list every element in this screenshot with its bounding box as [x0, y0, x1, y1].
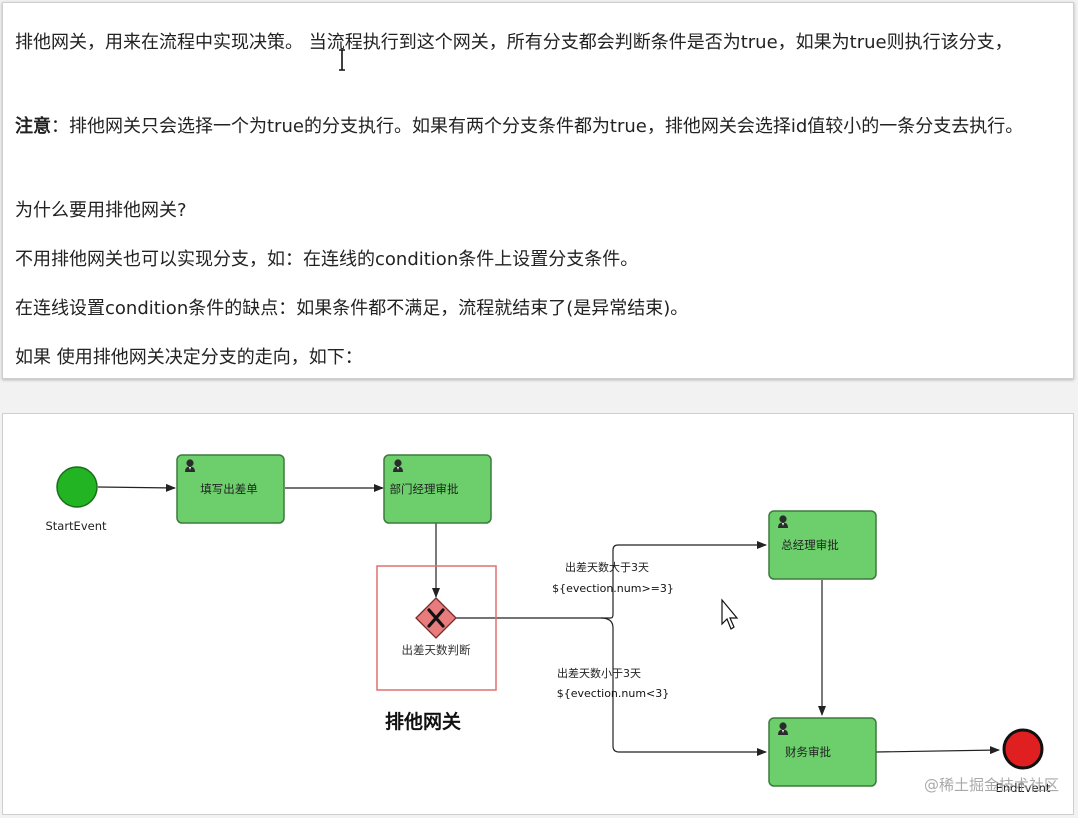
- article-text-panel: 排他网关，用来在流程中实现决策。 当流程执行到这个网关，所有分支都会判断条件是否…: [2, 2, 1074, 379]
- gateway-highlight-box: [376, 565, 497, 691]
- bpmn-diagram: StartEvent 填写出差单 部门经理审批 总经理审批 财务审批: [45, 454, 1059, 795]
- watermark-text: @稀土掘金技术社区: [924, 776, 1059, 794]
- flow-start-to-fill: [97, 483, 176, 492]
- paragraph-question: 为什么要用排他网关?: [15, 200, 187, 221]
- start-event[interactable]: StartEvent: [45, 466, 107, 533]
- note-label: 注意: [15, 116, 51, 137]
- condition-upper-expression: ${evection.num>=3}: [552, 582, 674, 595]
- task-finance-approve[interactable]: 财务审批: [768, 717, 877, 787]
- text-cursor-icon: [339, 49, 345, 71]
- flow-gateway-to-gm: [456, 541, 767, 619]
- task-general-manager-approve[interactable]: 总经理审批: [768, 510, 877, 580]
- condition-lower-label: 出差天数小于3天: [557, 666, 641, 680]
- start-event-label: StartEvent: [45, 519, 107, 533]
- end-event-label: EndEvent: [996, 781, 1051, 795]
- task-dept-manager-approve[interactable]: 部门经理审批: [383, 454, 492, 524]
- mouse-pointer-icon: [721, 598, 739, 630]
- flow-finance-to-end: [875, 746, 1000, 755]
- gateway-caption: 排他网关: [385, 710, 461, 733]
- exclusive-gateway[interactable]: [415, 597, 457, 639]
- flow-gateway-to-finance: [600, 617, 767, 756]
- task-dept-approve-label: 部门经理审批: [390, 482, 459, 496]
- paragraph-condition: 不用排他网关也可以实现分支，如：在连线的condition条件上设置分支条件。: [15, 249, 639, 270]
- task-gm-approve-label: 总经理审批: [781, 538, 839, 552]
- paragraph-intro: 排他网关，用来在流程中实现决策。 当流程执行到这个网关，所有分支都会判断条件是否…: [15, 32, 1013, 53]
- task-fill-out-form[interactable]: 填写出差单: [176, 454, 285, 524]
- bpmn-diagram-panel: StartEvent 填写出差单 部门经理审批 总经理审批 财务审批: [2, 413, 1074, 815]
- end-event[interactable]: EndEvent: [996, 728, 1051, 795]
- gateway-label: 出差天数判断: [402, 643, 471, 657]
- task-finance-label: 财务审批: [785, 745, 831, 759]
- condition-lower-expression: ${evection.num<3}: [557, 687, 670, 700]
- condition-upper-label: 出差天数大于3天: [565, 560, 649, 574]
- note-text: ：排他网关只会选择一个为true的分支执行。如果有两个分支条件都为true，排他…: [51, 116, 1024, 137]
- gateway-x-icon: [427, 608, 445, 628]
- task-fill-out-label: 填写出差单: [200, 482, 258, 496]
- paragraph-note: 注意：排他网关只会选择一个为true的分支执行。如果有两个分支条件都为true，…: [15, 111, 1065, 142]
- paragraph-drawback: 在连线设置condition条件的缺点：如果条件都不满足，流程就结束了(是异常结…: [15, 298, 689, 319]
- paragraph-usage: 如果 使用排他网关决定分支的走向，如下：: [15, 347, 363, 368]
